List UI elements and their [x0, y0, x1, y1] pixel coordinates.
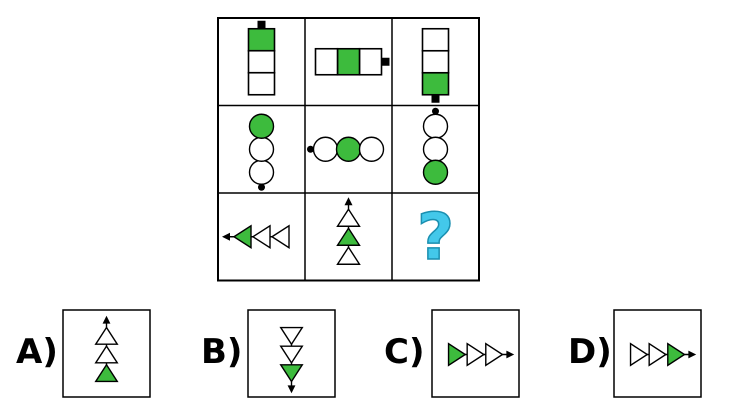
arrow-head [102, 315, 111, 324]
arrow-triangle [336, 207, 361, 227]
battery-cell [421, 27, 450, 52]
battery-cell [247, 49, 276, 74]
matrix-cell-3-3: ? [416, 200, 455, 276]
matrix-border [217, 17, 480, 282]
arrow-head [222, 232, 230, 241]
option-a-label[interactable]: A) [16, 332, 58, 372]
arrow-triangle [232, 224, 252, 250]
arrow-triangle [667, 342, 686, 367]
battery-terminal [257, 20, 266, 29]
option-d-label[interactable]: D) [568, 332, 612, 372]
arrow-triangle [629, 342, 649, 367]
battery-cell [358, 47, 383, 76]
matrix-cell-2-2 [307, 136, 385, 162]
circle-dot [432, 107, 439, 115]
arrow-triangle [336, 226, 361, 246]
option-c[interactable] [431, 309, 520, 398]
option-d[interactable] [613, 309, 702, 398]
question-mark: ? [417, 201, 454, 275]
arrow-triangle [270, 224, 290, 250]
battery-cell [336, 47, 361, 76]
battery-cell [421, 71, 450, 96]
arrow-triangle [94, 363, 119, 383]
arrow-triangle [279, 326, 304, 346]
option-figure [447, 342, 515, 367]
matrix-cell-2-3 [422, 107, 449, 185]
circle-bead [248, 136, 275, 162]
circle-bead [312, 136, 339, 162]
arrow-triangle [466, 342, 486, 367]
circle-bead [248, 113, 275, 139]
arrow-triangle [485, 342, 504, 367]
matrix-cell-1-1 [247, 20, 276, 96]
arrow-triangle [279, 345, 304, 365]
option-b-label[interactable]: B) [201, 332, 243, 372]
option-box [431, 309, 520, 398]
circle-dot [307, 145, 314, 153]
arrow-triangle [447, 342, 467, 367]
battery-terminal [431, 94, 440, 103]
option-a[interactable] [62, 309, 151, 398]
circle-bead [335, 136, 362, 162]
option-figure [629, 342, 697, 367]
option-figure [279, 326, 304, 394]
arrow-triangle [279, 364, 304, 383]
option-c-label[interactable]: C) [384, 332, 425, 372]
matrix-cell-3-2 [336, 197, 361, 265]
circle-bead [248, 159, 275, 185]
matrix-grid: ? [217, 17, 480, 282]
matrix-cell-3-1 [222, 224, 290, 250]
battery-cell [247, 27, 276, 52]
battery-cell [247, 71, 276, 96]
arrow-triangle [94, 344, 119, 364]
matrix-cell-1-2 [314, 47, 390, 76]
arrow-triangle [648, 342, 668, 367]
circle-bead [358, 136, 385, 162]
arrow-head [344, 197, 353, 206]
arrow-triangle [336, 245, 361, 265]
circle-bead [422, 159, 449, 185]
answer-options [62, 309, 702, 398]
battery-terminal [381, 57, 390, 66]
option-b[interactable] [247, 309, 336, 398]
option-figure [94, 315, 119, 383]
arrow-head [688, 350, 697, 359]
arrow-triangle [251, 224, 271, 250]
matrix-cell-2-1 [248, 113, 275, 191]
circle-dot [258, 183, 265, 191]
battery-cell [314, 47, 339, 76]
arrow-head [506, 350, 515, 359]
matrix-cell-1-3 [421, 27, 450, 103]
circle-bead [422, 113, 449, 139]
arrow-head [287, 385, 296, 394]
arrow-triangle [94, 326, 119, 345]
circle-bead [422, 136, 449, 162]
battery-cell [421, 49, 450, 74]
